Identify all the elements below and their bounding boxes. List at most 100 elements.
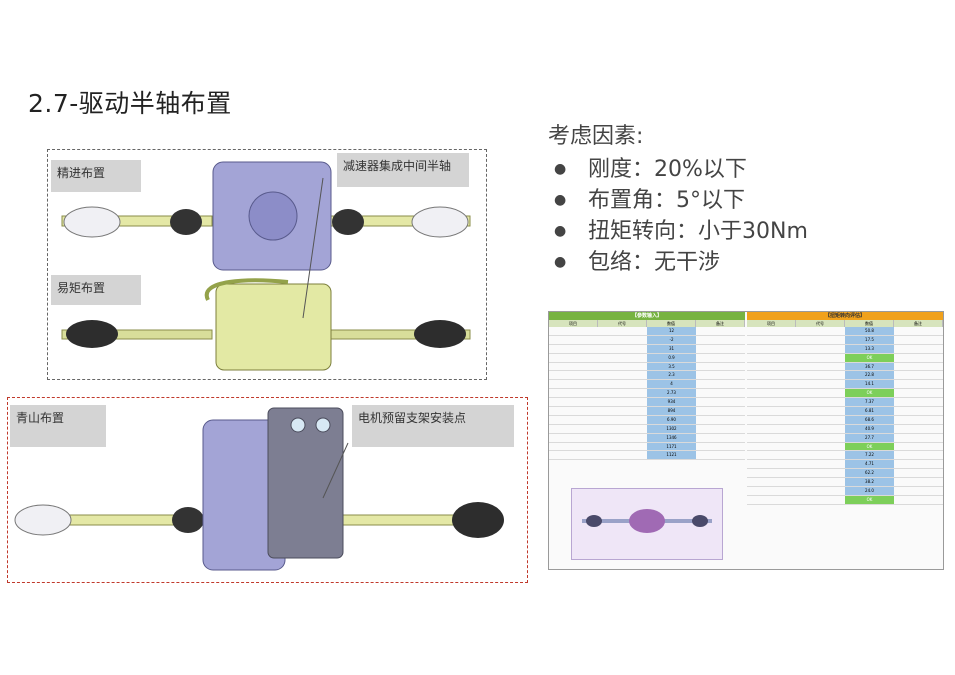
torque-steer-row: 36.7 xyxy=(747,362,943,372)
consideration-item: ●布置角：5°以下 xyxy=(548,185,808,216)
row-label-cell xyxy=(747,407,796,415)
row-value-cell: 22.8 xyxy=(845,371,894,380)
row-value-cell: 50.8 xyxy=(845,327,894,335)
row-value-cell: OK xyxy=(845,495,894,504)
consideration-item: ●刚度：20%以下 xyxy=(548,154,808,185)
row-note-cell xyxy=(894,443,943,451)
torque-steer-row: 7.22 xyxy=(747,451,943,461)
row-value-cell: 6.81 xyxy=(845,407,894,415)
row-value-cell: 14.1 xyxy=(845,380,894,389)
row-symbol-cell xyxy=(796,425,845,433)
row-symbol-cell xyxy=(598,389,647,397)
torque-steer-header: 【扭矩转向评估】 xyxy=(747,312,943,320)
row-note-cell xyxy=(894,327,943,335)
label-jingjin: 精进布置 xyxy=(51,160,141,192)
torque-steer-row: 22.8 xyxy=(747,371,943,381)
row-value-cell: 1121 xyxy=(647,451,696,460)
row-value-cell: OK xyxy=(845,353,894,362)
row-note-cell xyxy=(696,354,745,362)
row-value-cell: 894 xyxy=(647,407,696,415)
top-layout-panel: 精进布置 减速器集成中间半轴 易矩布置 xyxy=(47,149,487,380)
row-symbol-cell xyxy=(796,434,845,442)
row-symbol-cell xyxy=(796,460,845,468)
row-value-cell: 6.90 xyxy=(647,415,696,424)
row-label-cell xyxy=(747,371,796,379)
row-note-cell xyxy=(696,434,745,442)
row-symbol-cell xyxy=(796,327,845,335)
row-symbol-cell xyxy=(796,451,845,459)
row-label-cell xyxy=(549,416,598,424)
row-note-cell xyxy=(894,363,943,371)
row-value-cell: -2 xyxy=(647,335,696,344)
row-note-cell xyxy=(894,487,943,495)
torque-steer-row: 14.1 xyxy=(747,380,943,390)
row-symbol-cell xyxy=(598,371,647,379)
torque-steer-row: OK xyxy=(747,389,943,399)
row-label-cell xyxy=(549,389,598,397)
row-label-cell xyxy=(549,407,598,415)
row-label-cell xyxy=(549,443,598,451)
row-note-cell xyxy=(894,434,943,442)
row-label-cell xyxy=(549,451,598,459)
row-label-cell xyxy=(747,389,796,397)
torque-steer-columns: 项目 代号 数值 备注 xyxy=(747,320,943,327)
row-value-cell: OK xyxy=(845,389,894,398)
row-label-cell xyxy=(747,363,796,371)
row-note-cell xyxy=(894,354,943,362)
row-symbol-cell xyxy=(598,425,647,433)
row-label-cell xyxy=(549,425,598,433)
row-label-cell xyxy=(747,469,796,477)
row-symbol-cell xyxy=(796,371,845,379)
row-note-cell xyxy=(696,398,745,406)
torque-steer-row: 68.6 xyxy=(747,415,943,425)
label-motor-bracket: 电机预留支架安装点 xyxy=(352,405,514,447)
bottom-driveshaft-figure xyxy=(14,407,504,571)
row-label-cell xyxy=(549,336,598,344)
torque-steer-row: 24.0 xyxy=(747,487,943,496)
bullet-icon: ● xyxy=(554,161,567,177)
row-note-cell xyxy=(894,451,943,459)
row-label-cell xyxy=(747,416,796,424)
row-value-cell: 36.7 xyxy=(845,362,894,371)
row-value-cell: 1171 xyxy=(647,442,696,451)
row-symbol-cell xyxy=(598,363,647,371)
row-label-cell xyxy=(747,398,796,406)
row-label-cell xyxy=(747,425,796,433)
parameter-input-row: 0.9 xyxy=(549,353,745,363)
row-symbol-cell xyxy=(796,354,845,362)
row-symbol-cell xyxy=(598,345,647,353)
row-symbol-cell xyxy=(796,496,845,504)
consideration-item: ●扭矩转向：小于30Nm xyxy=(548,216,808,247)
row-value-cell: 68.6 xyxy=(845,415,894,424)
row-note-cell xyxy=(696,425,745,433)
row-label-cell xyxy=(747,487,796,495)
row-symbol-cell xyxy=(796,487,845,495)
row-symbol-cell xyxy=(598,336,647,344)
torque-steer-row: 40.9 xyxy=(747,424,943,434)
row-label-cell xyxy=(549,380,598,388)
row-value-cell: 27.7 xyxy=(845,433,894,442)
row-label-cell xyxy=(747,451,796,459)
torque-steer-row: OK xyxy=(747,442,943,452)
row-note-cell xyxy=(696,443,745,451)
row-note-cell xyxy=(894,407,943,415)
label-reducer-shaft: 减速器集成中间半轴 xyxy=(337,153,469,187)
row-symbol-cell xyxy=(598,407,647,415)
row-label-cell xyxy=(747,460,796,468)
parameter-input-row: 1121 xyxy=(549,451,745,461)
row-note-cell xyxy=(696,380,745,388)
bullet-icon: ● xyxy=(554,223,567,239)
row-label-cell xyxy=(549,371,598,379)
parameter-input-row: 894 xyxy=(549,407,745,416)
row-symbol-cell xyxy=(598,416,647,424)
row-symbol-cell xyxy=(796,469,845,477)
parameter-input-row: 4 xyxy=(549,380,745,390)
row-label-cell xyxy=(747,443,796,451)
parameter-input-row: 934 xyxy=(549,398,745,408)
parameter-input-row: -2 xyxy=(549,335,745,345)
row-note-cell xyxy=(696,327,745,335)
